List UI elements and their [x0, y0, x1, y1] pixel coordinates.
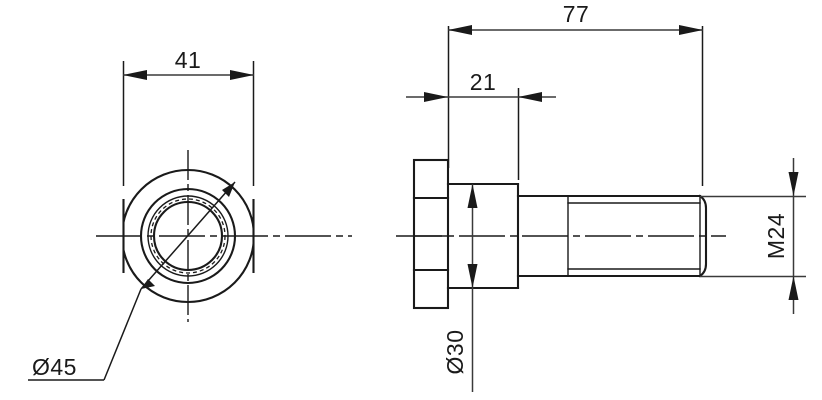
dim-label-77: 77 — [563, 1, 590, 27]
front-view-circles — [96, 150, 352, 322]
arrow-top-m24 — [788, 172, 799, 196]
side-view-profile — [396, 158, 726, 310]
arrow-left-41 — [123, 70, 147, 80]
arrow-upper-d45 — [222, 182, 235, 197]
dimension-shoulder-length: 21 — [406, 69, 556, 180]
dim-label-41: 41 — [175, 47, 202, 73]
arrow-right-21 — [518, 92, 542, 102]
arrow-lower-d45 — [141, 279, 155, 289]
diameter-line-d45 — [140, 181, 236, 290]
arrow-bottom-d30 — [467, 264, 478, 288]
dimension-across-flats: 41 — [122, 47, 255, 186]
dimension-shoulder-diameter: Ø30 — [442, 184, 478, 392]
dim-label-m24: M24 — [763, 213, 789, 259]
arrow-bottom-m24 — [788, 276, 799, 300]
arrow-right-41 — [230, 70, 254, 80]
dimension-overall-length: 77 — [447, 1, 704, 186]
arrow-left-21 — [424, 92, 448, 102]
dimension-outer-diameter: Ø45 — [28, 181, 236, 381]
dim-label-d45: Ø45 — [32, 354, 77, 380]
dim-label-d30: Ø30 — [442, 330, 468, 375]
bolt-head-outline — [412, 158, 450, 310]
arrow-left-77 — [448, 25, 472, 35]
dim-label-21: 21 — [470, 69, 497, 95]
dimension-thread-size: M24 — [700, 158, 806, 314]
arrow-top-d30 — [467, 184, 478, 208]
arrow-right-77 — [679, 25, 703, 35]
leader-line-d45 — [103, 288, 142, 381]
